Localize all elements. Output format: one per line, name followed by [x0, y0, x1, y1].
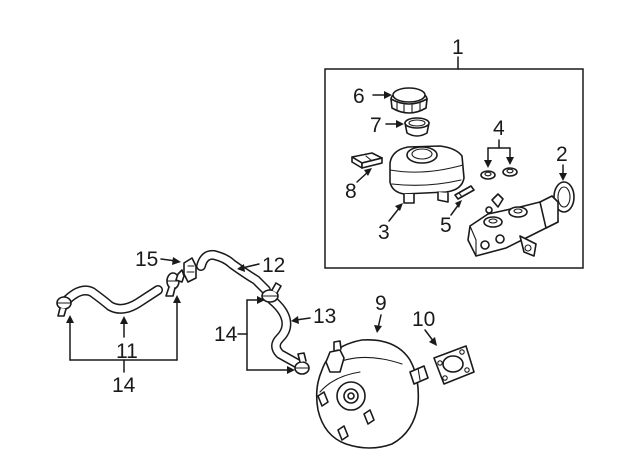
callout-13-group: 13 — [291, 305, 336, 328]
callout-14-bottom-group: 14 — [66, 295, 181, 397]
callout-1: 1 — [452, 36, 464, 59]
callout-13: 13 — [313, 305, 336, 328]
callout-10: 10 — [412, 308, 435, 331]
vacuum-hose-booster — [267, 295, 303, 369]
callout-7: 7 — [370, 114, 382, 137]
callout-6: 6 — [353, 85, 365, 108]
master-cylinder-group: 1 — [324, 36, 584, 269]
vacuum-hose-lower — [59, 285, 163, 314]
assembly-frame — [324, 68, 584, 269]
master-cylinder-body — [467, 193, 559, 257]
reservoir-cap — [390, 87, 428, 114]
callout-4: 4 — [493, 117, 505, 140]
callout-4-group: 4 — [484, 117, 514, 168]
callout-11: 11 — [116, 340, 138, 363]
callout-11-group: 11 — [116, 316, 138, 363]
brake-booster — [315, 339, 429, 449]
callout-14-bottom: 14 — [112, 374, 136, 397]
callout-12-group: 12 — [237, 254, 285, 277]
fluid-reservoir — [389, 145, 465, 204]
callout-3-group: 3 — [378, 203, 403, 244]
callout-3: 3 — [378, 221, 390, 244]
callout-7-group: 7 — [370, 114, 404, 137]
callout-8: 8 — [345, 180, 357, 203]
callout-15-group: 15 — [135, 248, 181, 271]
callout-6-group: 6 — [353, 85, 392, 108]
hose-clamp-upper — [261, 282, 282, 303]
master-cylinder-o-ring — [553, 181, 575, 213]
callout-9: 9 — [375, 292, 387, 315]
callout-2-group: 2 — [556, 143, 568, 181]
callout-12: 12 — [262, 254, 285, 277]
hose-clamp-center — [165, 272, 180, 297]
vacuum-hose-upper — [196, 249, 271, 295]
reservoir-seal — [351, 152, 383, 169]
callout-5-group: 5 — [440, 200, 462, 237]
callout-14-left-group: 14 — [214, 296, 295, 374]
hose-clamp-left — [56, 296, 72, 317]
reservoir-strainer — [404, 117, 430, 137]
hose-clamp-lower — [294, 352, 310, 375]
reservoir-grommets — [480, 167, 518, 180]
callout-2: 2 — [556, 143, 568, 166]
callout-9-group: 9 — [374, 292, 387, 333]
check-valve — [175, 257, 197, 283]
booster-gasket — [433, 345, 475, 385]
callout-5: 5 — [440, 214, 452, 237]
callout-15: 15 — [135, 248, 158, 271]
callout-10-group: 10 — [412, 308, 437, 346]
roll-pin — [454, 185, 475, 200]
callout-14-left: 14 — [214, 323, 238, 346]
callout-8-group: 8 — [345, 168, 372, 203]
